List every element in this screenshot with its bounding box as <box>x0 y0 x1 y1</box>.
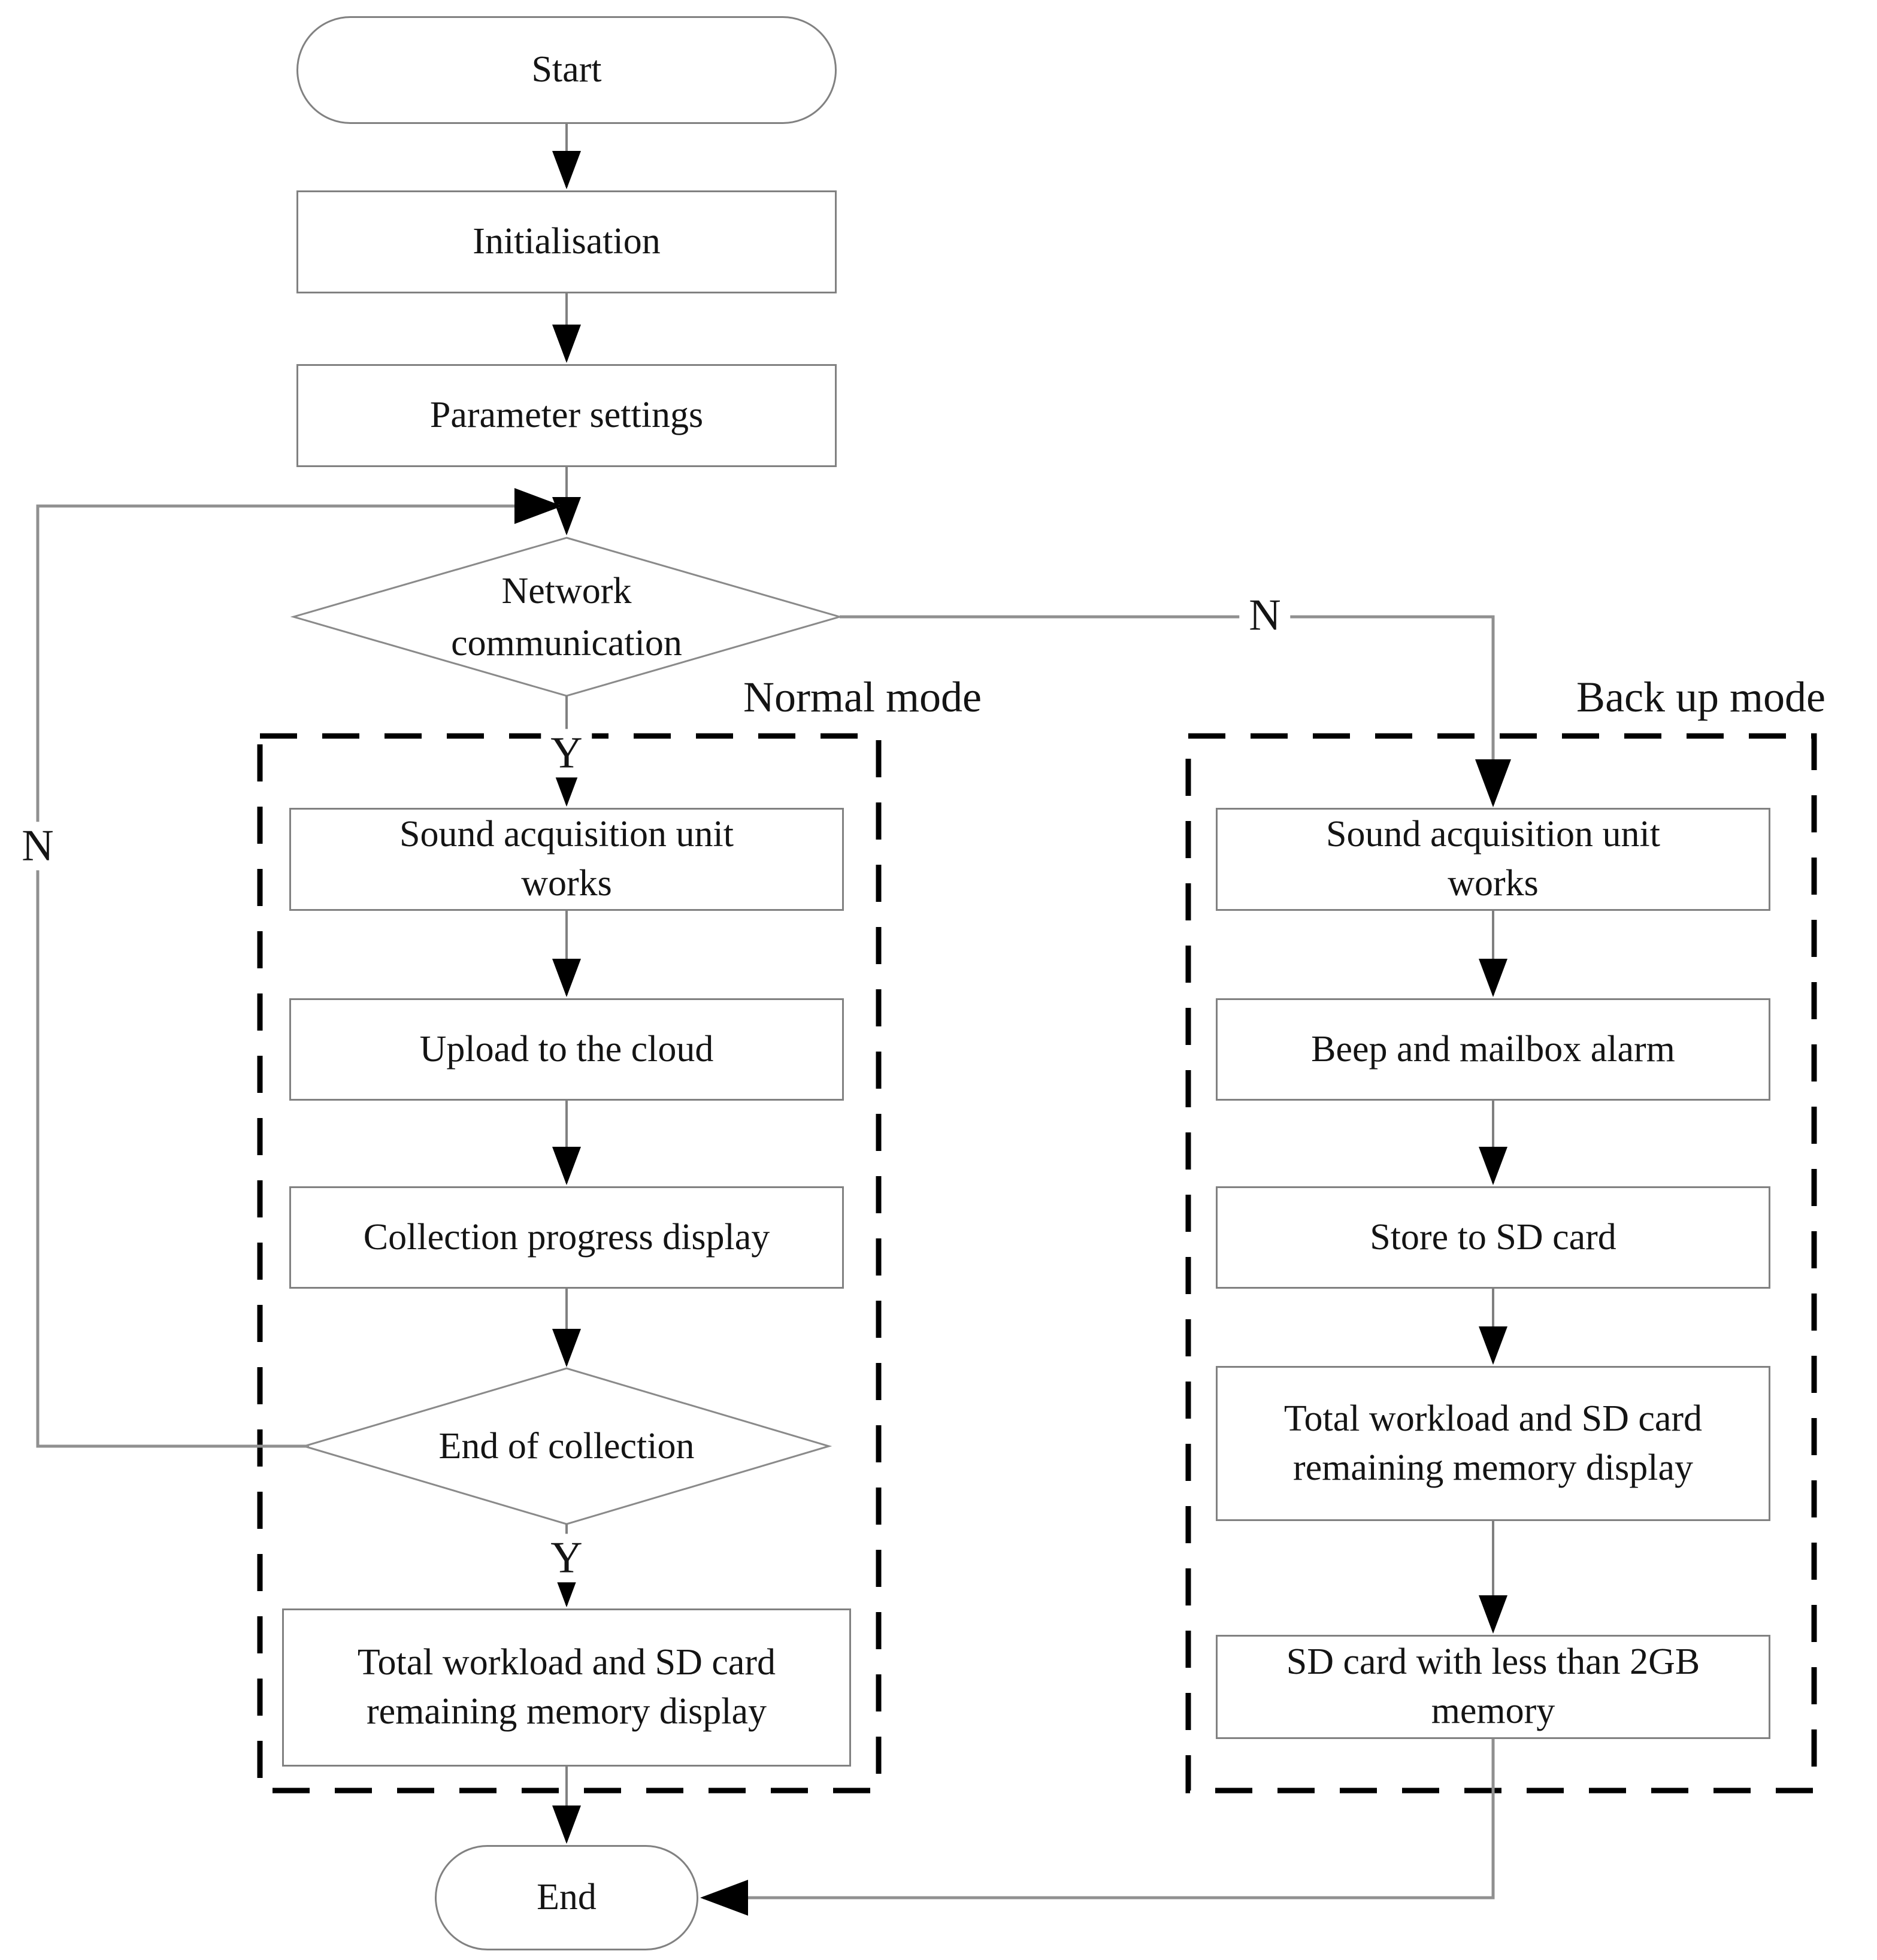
beep-mailbox-alarm-node: Beep and mailbox alarm <box>1216 998 1770 1101</box>
edge-collection-no-feedback-loop <box>36 488 562 1448</box>
normal-mode-region-border <box>257 733 882 1794</box>
normal-total-workload-node: Total workload and SD card remaining mem… <box>282 1608 851 1767</box>
upload-to-cloud-node: Upload to the cloud <box>289 998 844 1101</box>
backup-total-workload-label: Total workload and SD card remaining mem… <box>1283 1398 1703 1488</box>
start-label: Start <box>531 49 602 90</box>
sd-card-2gb-node: SD card with less than 2GB memory <box>1216 1635 1770 1739</box>
backup-sound-acquisition-node: Sound acquisition unit works <box>1216 808 1770 911</box>
sd-card-2gb-label: SD card with less than 2GB memory <box>1286 1641 1700 1731</box>
edge-sd-2gb-to-end <box>700 1739 1495 1916</box>
store-to-sd-card-node: Store to SD card <box>1216 1186 1770 1289</box>
normal-sound-acquisition-node: Sound acquisition unit works <box>289 808 844 911</box>
collection-yes-label: Y <box>541 1533 592 1583</box>
normal-sound-acquisition-label: Sound acquisition unit works <box>399 814 734 904</box>
edge-network-no-to-backup-mode <box>840 615 1511 807</box>
normal-total-workload-label: Total workload and SD card remaining mem… <box>357 1642 776 1732</box>
initialisation-node: Initialisation <box>296 190 837 293</box>
normal-mode-region-title: Normal mode <box>743 673 982 721</box>
store-to-sd-card-label: Store to SD card <box>1370 1216 1616 1258</box>
network-communication-decision-label: Network communication <box>451 571 682 664</box>
collection-progress-display-label: Collection progress display <box>363 1216 770 1258</box>
parameter-settings-node: Parameter settings <box>296 364 837 467</box>
end-of-collection-decision-label: End of collection <box>438 1425 695 1467</box>
network-no-label: N <box>1239 590 1291 640</box>
network-yes-label: Y <box>541 728 592 778</box>
collection-progress-display-node: Collection progress display <box>289 1186 844 1289</box>
backup-mode-region-border <box>1185 733 1817 1794</box>
parameter-settings-label: Parameter settings <box>429 395 704 436</box>
backup-mode-region-title: Back up mode <box>1576 673 1825 721</box>
end-label: End <box>537 1877 597 1918</box>
backup-total-workload-node: Total workload and SD card remaining mem… <box>1216 1366 1770 1521</box>
end-node: End <box>435 1845 698 1950</box>
beep-mailbox-alarm-label: Beep and mailbox alarm <box>1311 1028 1675 1070</box>
upload-to-cloud-label: Upload to the cloud <box>419 1028 714 1070</box>
collection-no-label: N <box>12 821 63 871</box>
backup-sound-acquisition-label: Sound acquisition unit works <box>1326 814 1660 904</box>
initialisation-label: Initialisation <box>473 221 661 262</box>
start-node: Start <box>296 16 837 124</box>
